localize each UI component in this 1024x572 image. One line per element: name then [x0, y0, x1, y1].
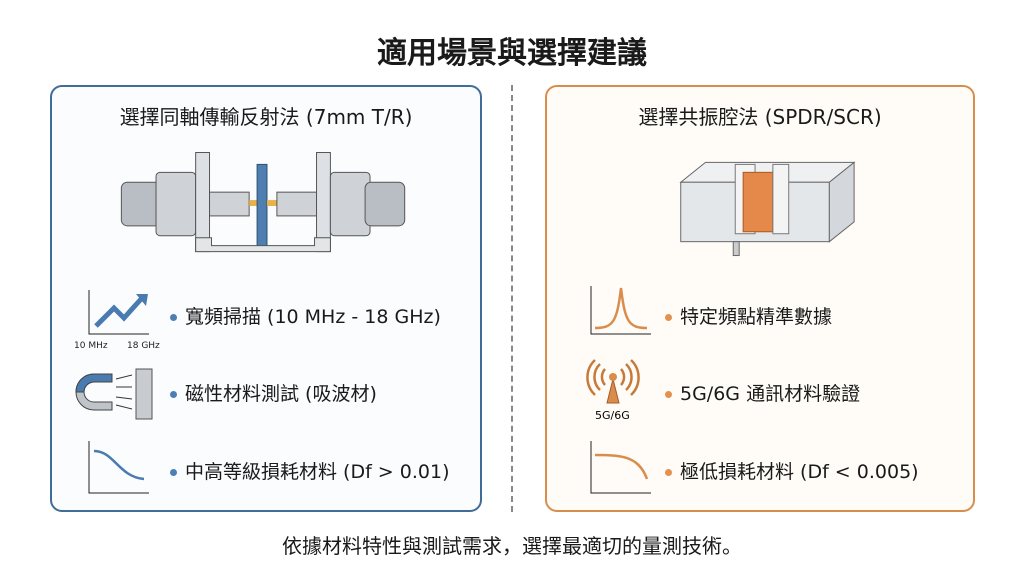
magnet-icon	[75, 368, 153, 420]
item-text: 寬頻掃描 (10 MHz - 18 GHz)	[185, 306, 441, 328]
bullet-icon	[665, 391, 672, 398]
bullet-icon	[170, 314, 177, 321]
flat-curve-icon	[590, 441, 651, 494]
coaxial-fixture-illustration	[120, 152, 406, 253]
bullet-icon	[665, 314, 672, 321]
icon-label: 5G/6G	[595, 409, 630, 422]
list-item: 10 MHz 18 GHz 寬頻掃描 (10 MHz - 18 GHz)	[52, 282, 480, 352]
item-text: 極低損耗材料 (Df < 0.005)	[680, 461, 919, 483]
decreasing-curve-icon	[88, 441, 149, 494]
list-item: 5G/6G 5G/6G 通訊材料驗證	[547, 359, 973, 429]
footer-text: 依據材料特性與測試需求，選擇最適切的量測技術。	[282, 534, 742, 558]
panel-title: 選擇同軸傳輸反射法 (7mm T/R)	[119, 105, 413, 129]
axis-end-label: 18 GHz	[127, 341, 160, 351]
bullet-icon	[170, 469, 177, 476]
page-title: 適用場景與選擇建議	[377, 36, 647, 71]
axis-start-label: 10 MHz	[74, 341, 108, 351]
antenna-tower-icon: 5G/6G	[586, 359, 640, 422]
item-text: 磁性材料測試 (吸波材)	[185, 383, 377, 405]
list-item: 磁性材料測試 (吸波材)	[52, 359, 480, 429]
item-text: 中高等級損耗材料 (Df > 0.01)	[185, 461, 450, 483]
item-text: 5G/6G 通訊材料驗證	[680, 383, 861, 405]
coaxial-method-panel: 選擇同軸傳輸反射法 (7mm T/R) 10 MHz 18 GHz 寬頻掃描 (…	[50, 85, 482, 512]
resonant-cavity-panel: 選擇共振腔法 (SPDR/SCR) 特定頻點精準數據 5G/6G 5G/6G 通…	[545, 85, 975, 512]
panel-title: 選擇共振腔法 (SPDR/SCR)	[638, 105, 882, 129]
resonant-cavity-illustration	[679, 161, 856, 257]
resonance-peak-icon	[590, 286, 651, 335]
list-item: 極低損耗材料 (Df < 0.005)	[547, 437, 973, 507]
bullet-icon	[665, 469, 672, 476]
broadband-sweep-chart-icon: 10 MHz 18 GHz	[74, 290, 160, 351]
list-item: 中高等級損耗材料 (Df > 0.01)	[52, 437, 480, 507]
item-text: 特定頻點精準數據	[680, 306, 833, 328]
divider	[511, 85, 513, 512]
bullet-icon	[170, 391, 177, 398]
list-item: 特定頻點精準數據	[547, 282, 973, 352]
